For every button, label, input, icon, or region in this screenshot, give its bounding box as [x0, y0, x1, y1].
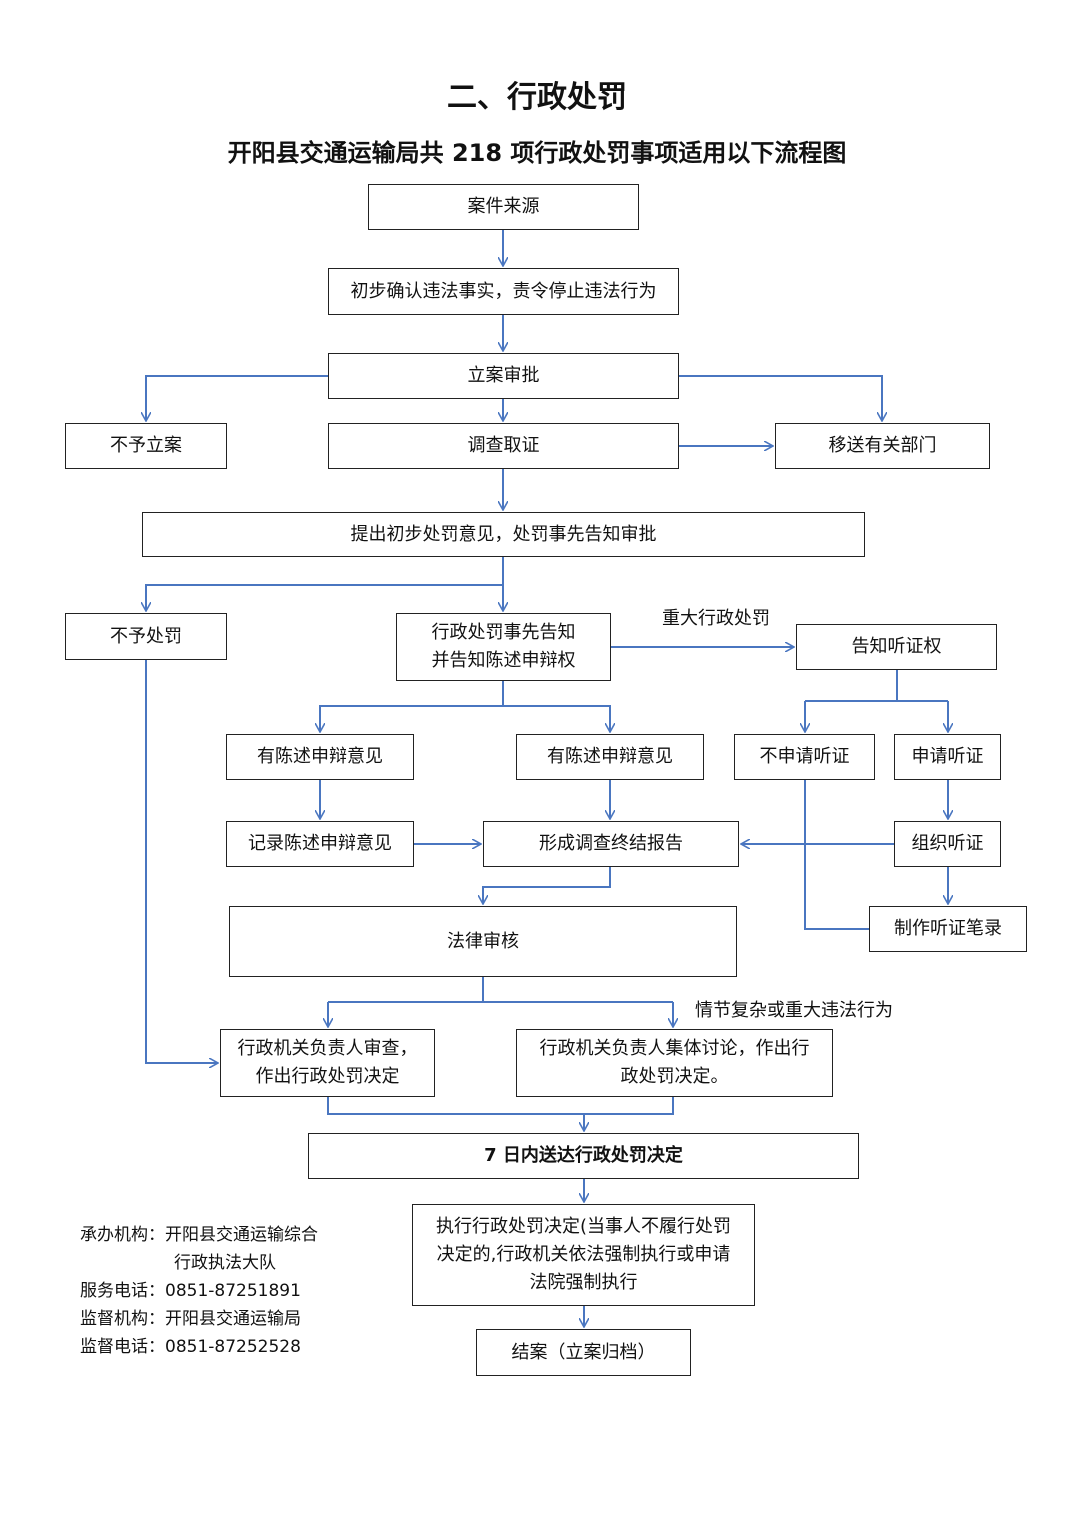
- node-record-opinion-label: 记录陈述申辩意见: [248, 833, 392, 854]
- node-deliver-decision: 7 日内送达行政处罚决定: [308, 1133, 859, 1179]
- footer-phone-value: 0851-87251891: [165, 1281, 301, 1301]
- edge-label-major-penalty: 重大行政处罚: [662, 608, 770, 629]
- node-close-case: 结案（立案归档）: [476, 1329, 691, 1376]
- footer-supervisor-row: 监督机构：开阳县交通运输局: [80, 1305, 318, 1333]
- node-prior-notice-line1: 行政处罚事先告知: [431, 622, 576, 643]
- node-apply-hearing: 申请听证: [894, 734, 1001, 780]
- node-head-review-line1: 行政机关负责人审查，: [237, 1038, 418, 1059]
- node-case-source-label: 案件来源: [467, 196, 540, 217]
- page-title: 二、行政处罚: [447, 80, 627, 115]
- node-case-source: 案件来源: [368, 184, 639, 230]
- node-confirm-violation: 初步确认违法事实，责令停止违法行为: [328, 268, 679, 315]
- footer-org-value: 开阳县交通运输综合: [165, 1225, 318, 1245]
- node-propose-penalty-label: 提出初步处罚意见，处罚事先告知审批: [350, 523, 657, 545]
- node-opinion-b: 有陈述申辩意见: [516, 734, 704, 780]
- node-case-approval-label: 立案审批: [467, 365, 540, 386]
- node-head-review: 行政机关负责人审查， 作出行政处罚决定: [220, 1029, 435, 1097]
- node-prior-notice: 行政处罚事先告知 并告知陈述申辩权: [396, 613, 611, 681]
- node-hearing-right-label: 告知听证权: [851, 636, 942, 657]
- node-close-case-label: 结案（立案归档）: [511, 1341, 656, 1363]
- footer-org-value-2: 行政执法大队: [174, 1253, 276, 1273]
- node-opinion-b-label: 有陈述申辩意见: [547, 746, 673, 767]
- footer-org-row-2: 行政执法大队: [80, 1249, 318, 1277]
- node-no-case: 不予立案: [65, 423, 227, 469]
- node-opinion-a-label: 有陈述申辩意见: [257, 746, 383, 767]
- node-legal-review: 法律审核: [229, 906, 737, 977]
- node-confirm-violation-label: 初步确认违法事实，责令停止违法行为: [350, 280, 657, 302]
- node-final-report-label: 形成调查终结报告: [539, 833, 683, 854]
- node-organize-hearing: 组织听证: [894, 821, 1001, 867]
- footer-supervisor-phone-value: 0851-87252528: [165, 1337, 301, 1357]
- node-head-review-line2: 作出行政处罚决定: [255, 1066, 400, 1087]
- node-apply-hearing-label: 申请听证: [911, 746, 984, 767]
- edge-label-complex-case: 情节复杂或重大违法行为: [695, 1000, 893, 1021]
- node-propose-penalty: 提出初步处罚意见，处罚事先告知审批: [142, 512, 865, 557]
- node-transfer-label: 移送有关部门: [828, 435, 937, 456]
- node-legal-review-label: 法律审核: [447, 930, 519, 952]
- node-execute-decision-line3: 法院强制执行: [529, 1272, 638, 1293]
- node-hearing-record-label: 制作听证笔录: [894, 918, 1002, 939]
- node-collective-decision-line1: 行政机关负责人集体讨论，作出行: [539, 1038, 810, 1059]
- footer-org-row: 承办机构：开阳县交通运输综合: [80, 1221, 318, 1249]
- node-record-opinion: 记录陈述申辩意见: [226, 821, 414, 867]
- node-no-hearing-label: 不申请听证: [759, 746, 850, 767]
- node-no-penalty-label: 不予处罚: [110, 625, 182, 647]
- node-no-case-label: 不予立案: [110, 435, 182, 456]
- node-collective-decision-line2: 政处罚决定。: [620, 1066, 729, 1087]
- node-no-penalty: 不予处罚: [65, 613, 227, 660]
- page-subtitle: 开阳县交通运输局共 218 项行政处罚事项适用以下流程图: [227, 139, 847, 167]
- node-hearing-right: 告知听证权: [796, 624, 997, 670]
- footer-org-label: 承办机构：: [80, 1225, 165, 1245]
- node-hearing-record: 制作听证笔录: [869, 906, 1027, 952]
- footer-supervisor-phone-label: 监督电话：: [80, 1337, 165, 1357]
- node-organize-hearing-label: 组织听证: [911, 833, 984, 854]
- node-investigate: 调查取证: [328, 423, 679, 469]
- node-deliver-decision-label: 7 日内送达行政处罚决定: [484, 1145, 683, 1166]
- footer-supervisor-label: 监督机构：: [80, 1309, 165, 1329]
- node-transfer: 移送有关部门: [775, 423, 990, 469]
- node-no-hearing: 不申请听证: [734, 734, 875, 780]
- node-investigate-label: 调查取证: [467, 435, 540, 456]
- node-prior-notice-line2: 并告知陈述申辩权: [431, 650, 576, 671]
- node-execute-decision: 执行行政处罚决定(当事人不履行处罚 决定的,行政机关依法强制执行或申请 法院强制…: [412, 1204, 755, 1306]
- node-execute-decision-line2: 决定的,行政机关依法强制执行或申请: [436, 1244, 731, 1265]
- footer-supervisor-value: 开阳县交通运输局: [165, 1309, 301, 1329]
- footer-phone-label: 服务电话：: [80, 1281, 165, 1301]
- node-execute-decision-line1: 执行行政处罚决定(当事人不履行处罚: [435, 1216, 732, 1237]
- footer-phone-row: 服务电话：0851-87251891: [80, 1277, 318, 1305]
- node-final-report: 形成调查终结报告: [483, 821, 739, 867]
- node-collective-decision: 行政机关负责人集体讨论，作出行 政处罚决定。: [516, 1029, 833, 1097]
- node-opinion-a: 有陈述申辩意见: [226, 734, 414, 780]
- footer-supervisor-phone-row: 监督电话：0851-87252528: [80, 1333, 318, 1361]
- footer-info: 承办机构：开阳县交通运输综合 行政执法大队 服务电话：0851-87251891…: [80, 1221, 318, 1361]
- node-case-approval: 立案审批: [328, 353, 679, 399]
